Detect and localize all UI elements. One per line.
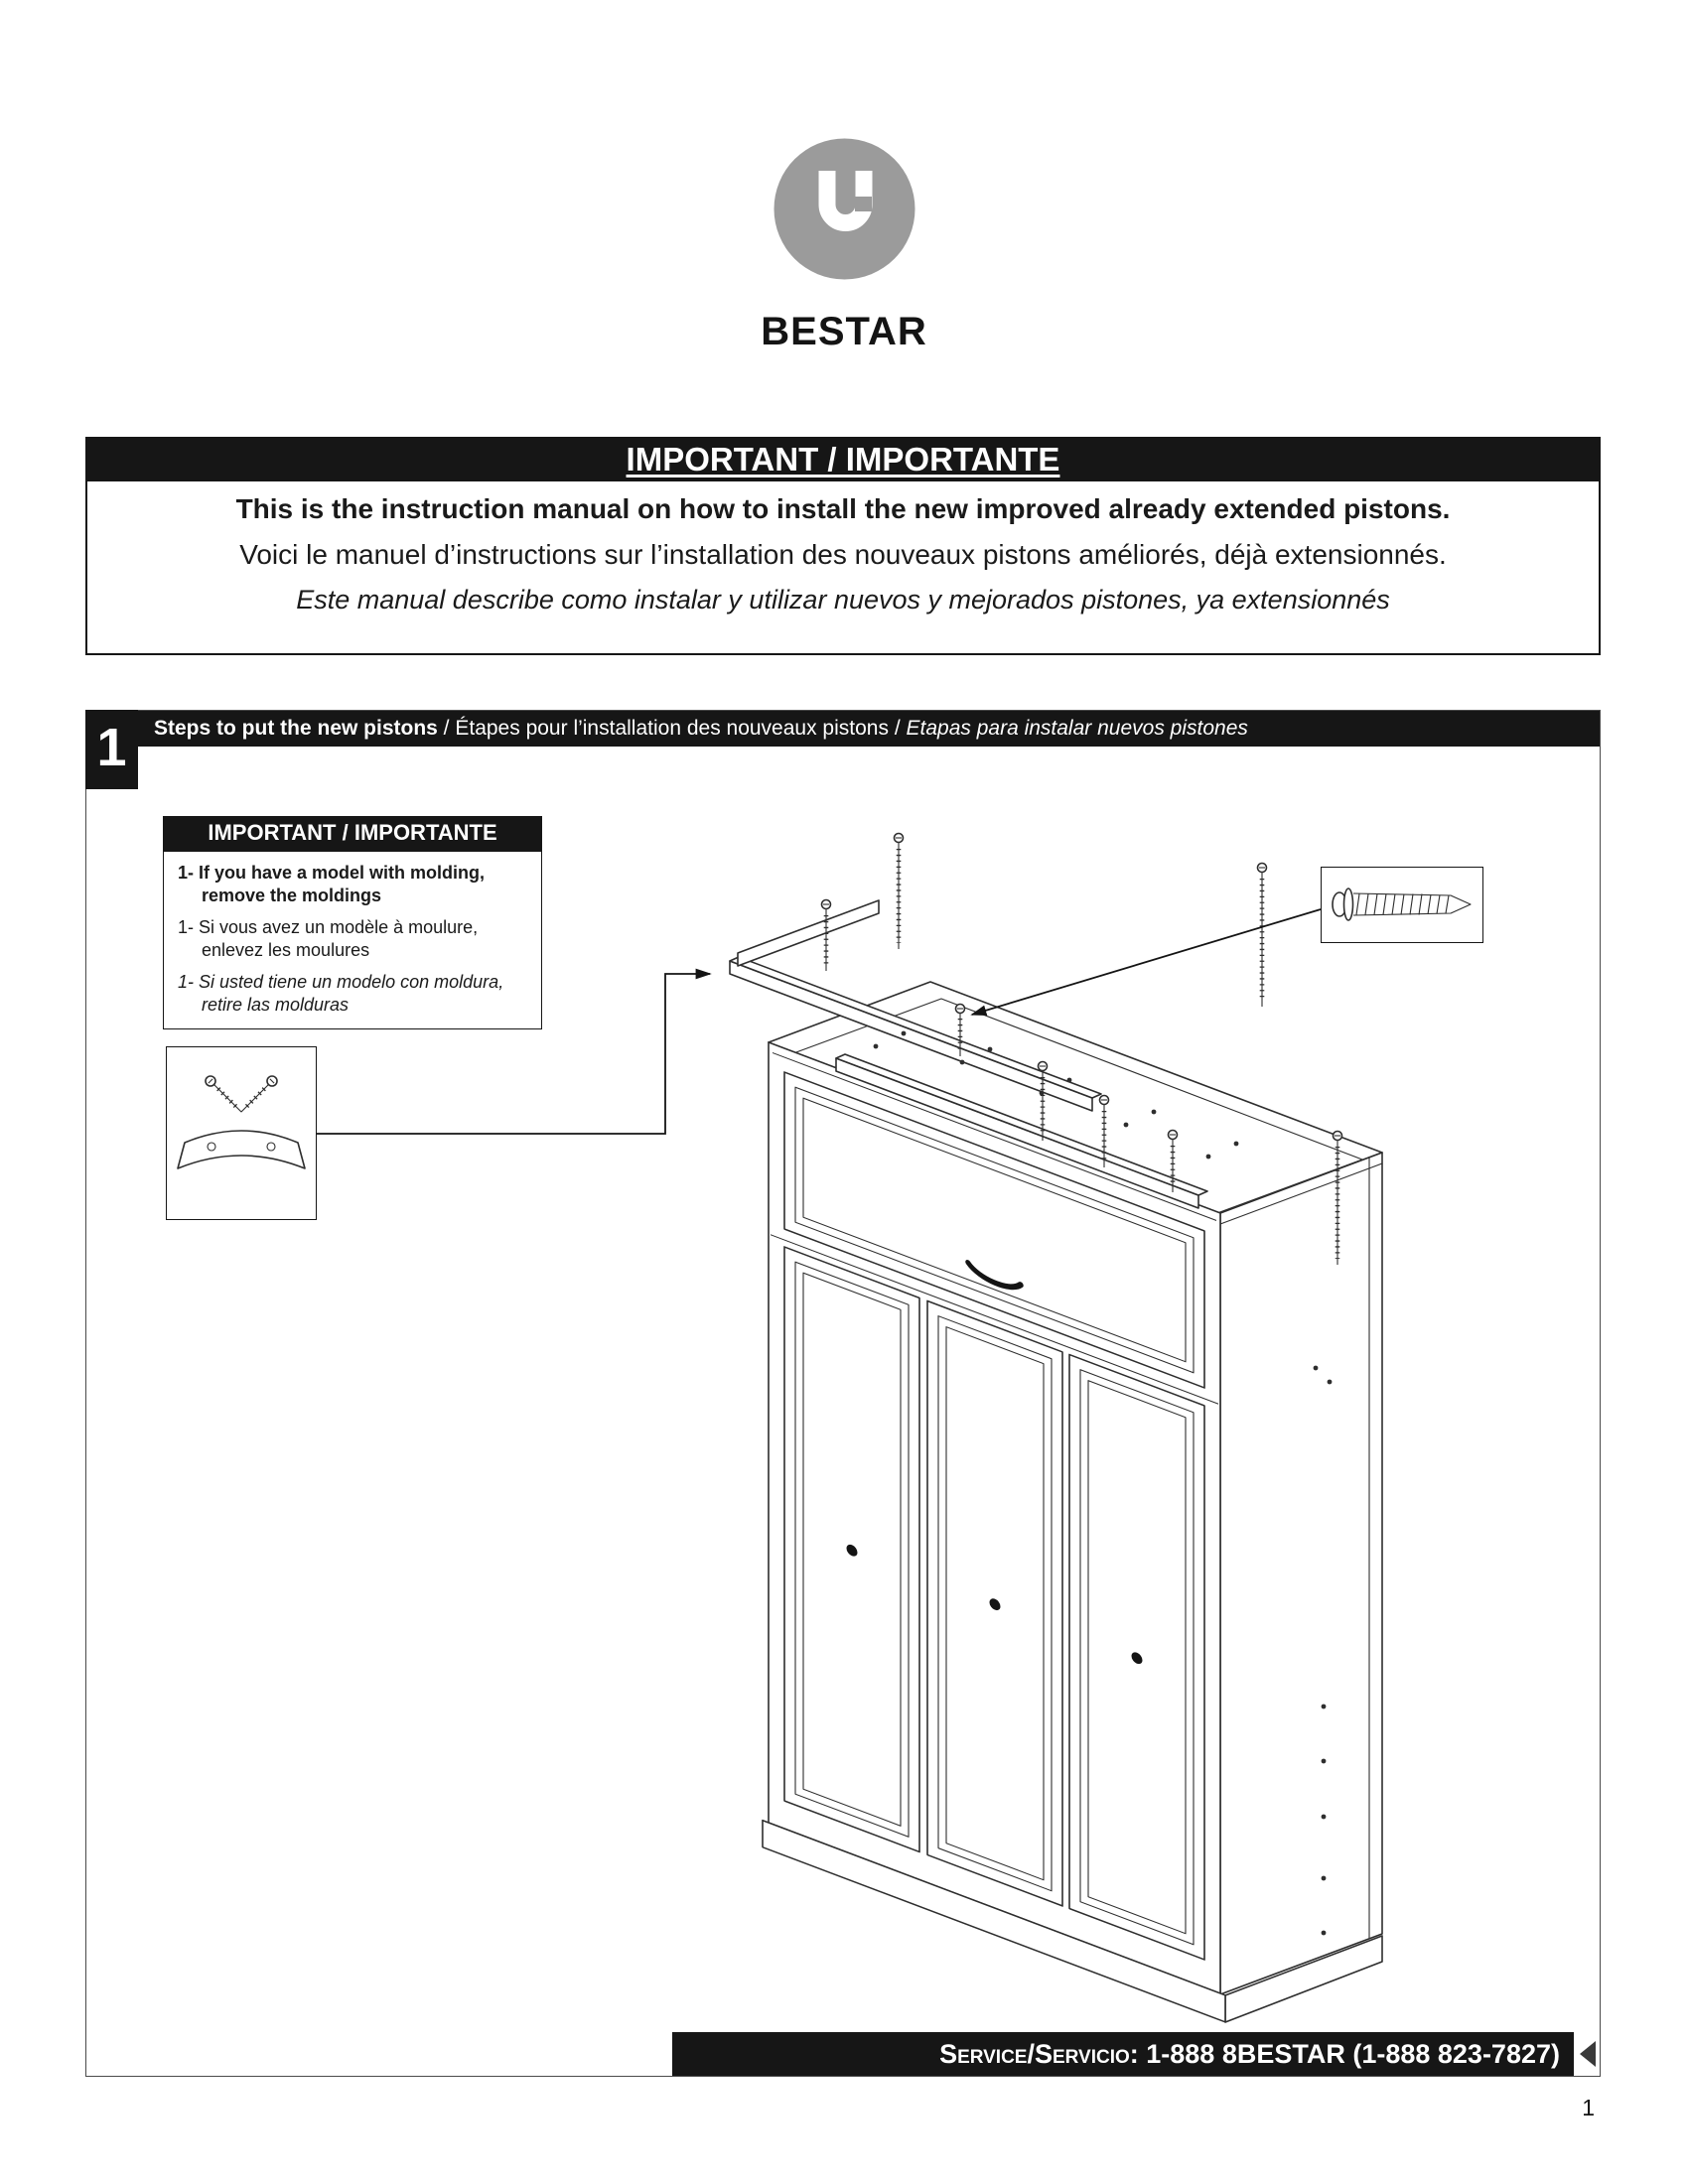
service-bar: Service/Servicio: 1-888 8BESTAR (1-888 8…: [672, 2032, 1574, 2076]
step-title-sep2: /: [888, 717, 907, 740]
pull-handle-icon: [965, 1260, 1024, 1291]
step-title-sep1: /: [437, 717, 456, 740]
service-number: 1-888 8BESTAR (1-888 823-7827): [1146, 2039, 1560, 2069]
note-fr-line2: enlevez les moulures: [202, 940, 370, 960]
intro-line-en: This is the instruction manual on how to…: [235, 493, 1451, 524]
screw-icon: [893, 832, 905, 949]
note-title: IMPORTANT / IMPORTANTE: [163, 816, 542, 852]
note-es-line1: 1- Si usted tiene un modelo con moldura,: [178, 972, 504, 992]
note-es-line2: retire las molduras: [202, 995, 350, 1015]
step-title-es: Etapas para instalar nuevos pistones: [906, 717, 1248, 740]
door-knob-icon: [1131, 1652, 1143, 1665]
intro-line-fr: Voici le manuel d’instructions sur l’ins…: [239, 539, 1447, 570]
service-label: Service/Servicio:: [939, 2039, 1147, 2069]
cabinet-exploded-drawing: [314, 832, 1383, 2023]
step-title-fr: Étapes pour l’installation des nouveaux …: [455, 717, 889, 740]
note-fr-line1: 1- Si vous avez un modèle à moulure,: [178, 917, 479, 937]
corner-bracket-icon: [177, 1075, 306, 1169]
screw-icons: [820, 832, 1343, 1265]
screw-icon: [1037, 1060, 1049, 1141]
door-panel-center: [926, 1299, 1063, 1907]
bestar-logo-icon: [773, 137, 916, 281]
step-header: Steps to put the new pistons / Étapes po…: [138, 711, 1600, 747]
screw-leader-arrow: [970, 908, 1322, 1017]
pilot-hole-dots: [873, 1030, 1239, 1160]
screw-icon: [954, 1003, 966, 1056]
molding-strips: [729, 899, 1208, 1209]
door-knob-icon: [989, 1598, 1001, 1611]
step-title-en: Steps to put the new pistons: [154, 717, 438, 740]
corner-bracket-detail-box: [166, 1046, 317, 1220]
cabinet-side-panel: [1219, 1152, 1383, 1995]
door-knob-icon: [846, 1544, 858, 1557]
important-banner: IMPORTANT / IMPORTANTE: [85, 437, 1601, 481]
page-number: 1: [1582, 2095, 1595, 2120]
door-panel-right: [1068, 1353, 1205, 1961]
step-number: 1: [85, 710, 138, 789]
note-en-line1: 1- If you have a model with molding,: [178, 863, 486, 883]
screw-icon: [820, 898, 832, 971]
screw-icon: [1098, 1094, 1110, 1167]
screw-detail-box: [1321, 867, 1483, 943]
note-en-line2: remove the moldings: [202, 886, 382, 905]
door-panel-left: [783, 1246, 920, 1853]
brand-name: BESTAR: [761, 310, 927, 353]
intro-box: This is the instruction manual on how to…: [85, 481, 1601, 655]
screw-icon: [1332, 1130, 1343, 1265]
important-banner-title: IMPORTANT / IMPORTANTE: [626, 441, 1060, 478]
step-1-section: 1 Steps to put the new pistons / Étapes …: [85, 710, 1601, 2077]
screw-icon: [1256, 862, 1268, 1007]
cabinet-front-face: [762, 1041, 1226, 2023]
intro-line-es: Este manual describe como instalar y uti…: [296, 585, 1390, 614]
page-edge-marker-icon: [1580, 2041, 1596, 2067]
screw-icon: [1167, 1129, 1179, 1192]
molding-leader-arrow: [314, 968, 712, 1135]
wood-screw-icon: [1332, 887, 1472, 921]
important-note-box: IMPORTANT / IMPORTANTE 1- If you have a …: [163, 816, 542, 1029]
